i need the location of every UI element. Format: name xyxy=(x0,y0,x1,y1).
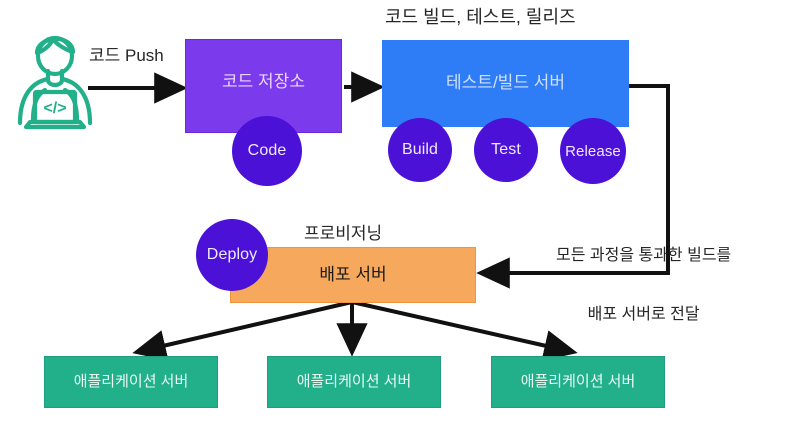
node-application-server-2[interactable]: 애플리케이션 서버 xyxy=(267,356,441,408)
node-test-build-server[interactable]: 테스트/빌드 서버 xyxy=(382,40,629,127)
stage-circle-code[interactable]: Code xyxy=(232,116,302,186)
arrow-deploy-to-app-1 xyxy=(132,300,353,361)
label-provisioning: 프로비저닝 xyxy=(304,224,383,243)
stage-circle-build[interactable]: Build xyxy=(388,118,452,182)
label-pipeline-stage: 코드 빌드, 테스트, 릴리즈 xyxy=(385,7,576,27)
label-code-push: 코드 Push xyxy=(89,46,164,65)
stage-circle-test[interactable]: Test xyxy=(474,118,538,182)
arrow-build-server-to-deploy-server xyxy=(476,84,670,289)
stage-circle-release[interactable]: Release xyxy=(560,118,626,184)
label-build-transfer-line2: 배포 서버로 전달 xyxy=(587,305,700,323)
developer-laptop-icon: </> xyxy=(17,35,93,130)
svg-text:</>: </> xyxy=(43,100,66,117)
node-application-server-3[interactable]: 애플리케이션 서버 xyxy=(491,356,665,408)
stage-circle-deploy[interactable]: Deploy xyxy=(196,219,268,291)
arrow-deploy-to-app-3 xyxy=(351,300,578,361)
label-build-transfer-line1: 모든 과정을 통과한 빌드를 xyxy=(556,247,732,265)
node-application-server-1[interactable]: 애플리케이션 서버 xyxy=(44,356,218,408)
label-build-transfer: 모든 과정을 통과한 빌드를 배포 서버로 전달 xyxy=(556,207,731,363)
